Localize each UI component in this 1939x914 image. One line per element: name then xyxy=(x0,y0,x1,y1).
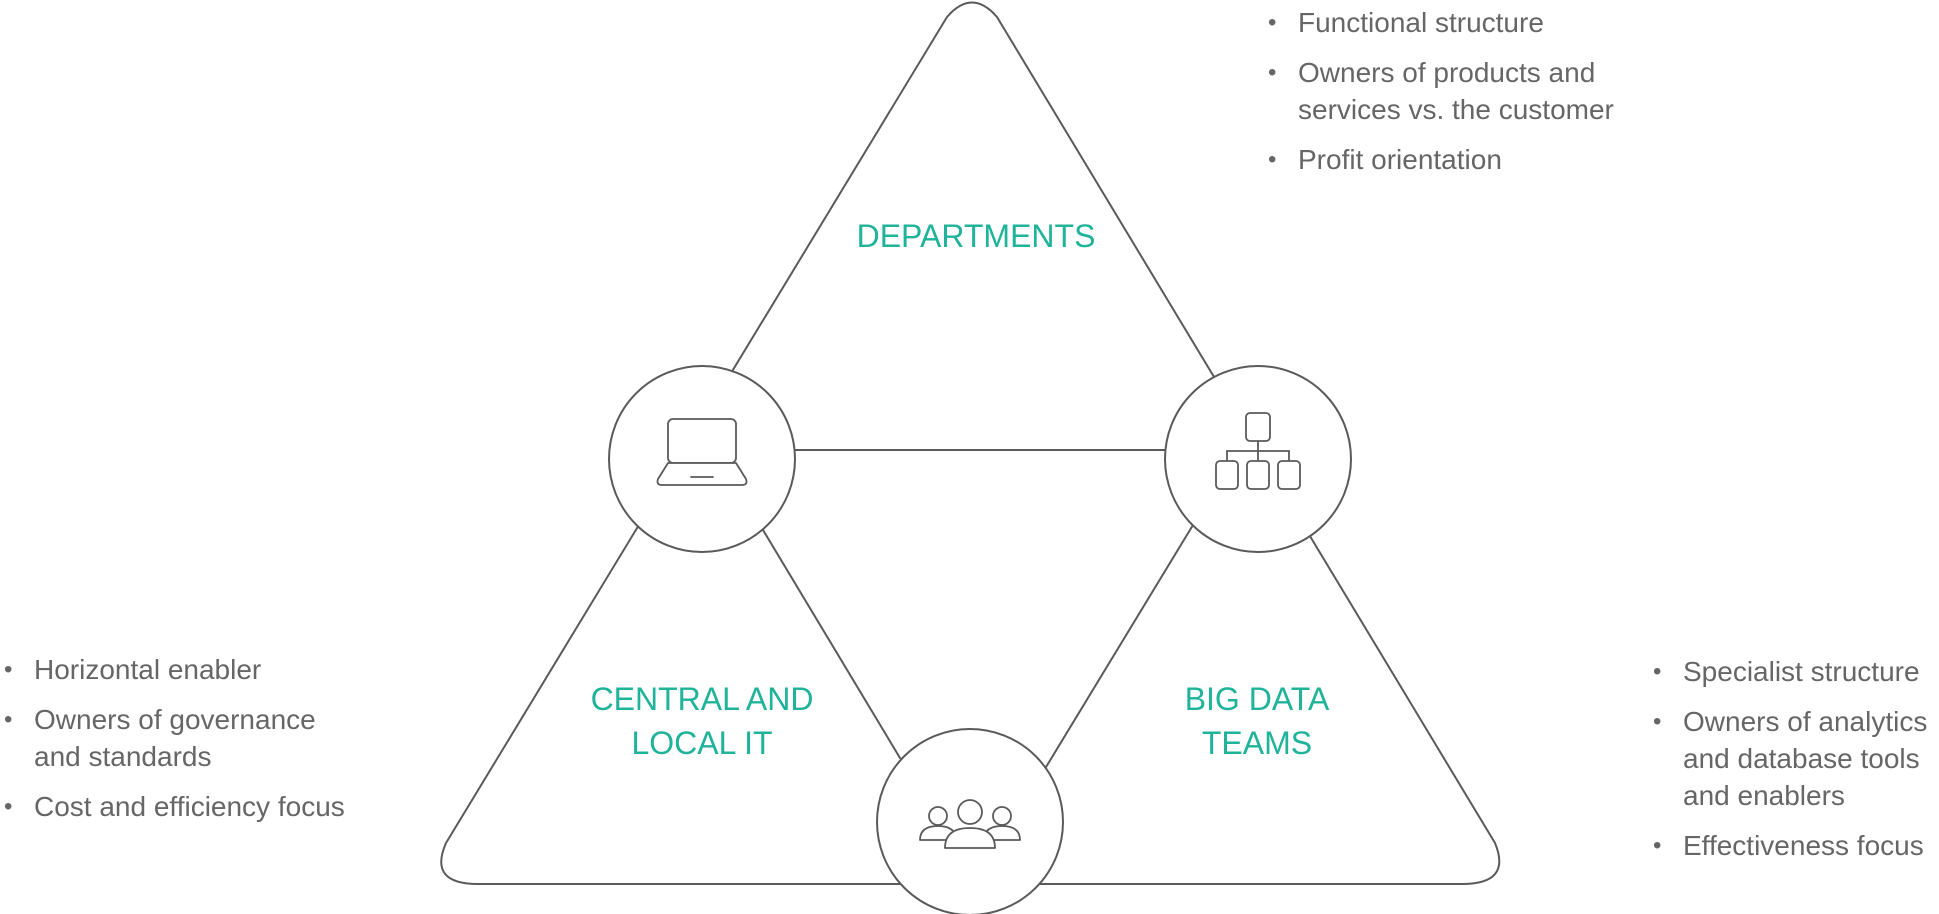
region-label-central-it-line2: LOCAL IT xyxy=(631,725,772,761)
laptop-icon xyxy=(656,418,748,486)
region-label-departments: DEPARTMENTS xyxy=(857,218,1096,254)
region-label-big-data-line1: BIG DATA xyxy=(1185,681,1330,717)
connector-right xyxy=(1042,524,1194,773)
region-label-central-it-line1: CENTRAL AND xyxy=(591,681,814,717)
people-group-icon xyxy=(919,799,1021,849)
departments-bullet-list: Functional structure Owners of products … xyxy=(1264,4,1704,191)
list-item: Owners of governance and standards xyxy=(0,701,360,775)
big-data-bullet-list: Specialist structure Owners of analytics… xyxy=(1649,653,1939,877)
list-item: Cost and efficiency focus xyxy=(0,788,360,825)
list-item: Functional structure xyxy=(1264,4,1704,41)
connector-left xyxy=(759,524,901,759)
node-central-it xyxy=(608,365,796,553)
list-item: Owners of analytics and database tools a… xyxy=(1649,703,1939,814)
list-item: Horizontal enabler xyxy=(0,651,360,688)
node-departments-people xyxy=(876,728,1064,914)
node-big-data xyxy=(1164,365,1352,553)
list-item: Owners of products and services vs. the … xyxy=(1264,54,1704,128)
list-item: Effectiveness focus xyxy=(1649,827,1939,864)
list-item: Profit orientation xyxy=(1264,141,1704,178)
central-it-bullet-list: Horizontal enabler Owners of governance … xyxy=(0,651,360,838)
region-label-big-data-line2: TEAMS xyxy=(1202,725,1312,761)
org-chart-icon xyxy=(1215,412,1301,490)
outer-triangle xyxy=(440,1,1501,885)
list-item: Specialist structure xyxy=(1649,653,1939,690)
